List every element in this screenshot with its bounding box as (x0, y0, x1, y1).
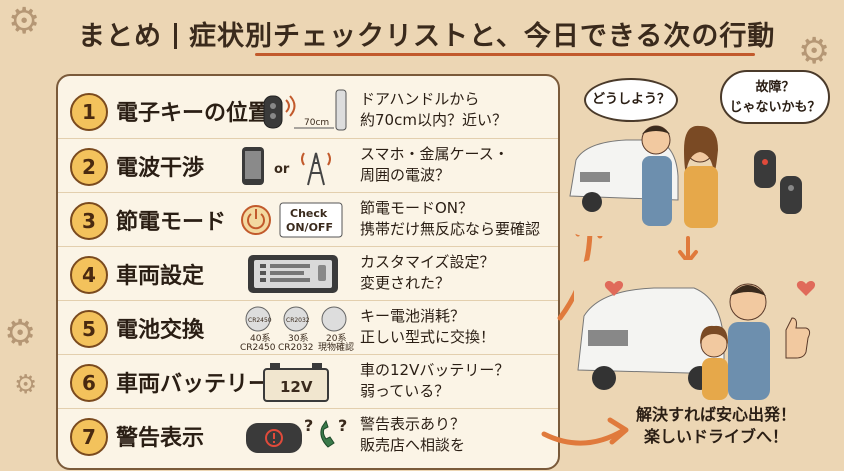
battery-model-label: 40系 (250, 333, 270, 344)
page-title: まとめ症状別チェックリストと、今日できる次の行動 (78, 14, 775, 53)
desc-line: 警告表示あり？ (360, 415, 466, 433)
item-number: 2 (70, 148, 108, 186)
speech-bubble-left: どうしよう？ (584, 78, 678, 122)
title-row: まとめ症状別チェックリストと、今日できる次の行動 (0, 8, 844, 56)
desc-line: 販売店へ相談を (360, 436, 466, 454)
checklist-item: 7 警告表示 ? ? 警告表示あり？ 販売店へ相談を (58, 408, 558, 462)
desc-line: 約70cm以内？近い？ (360, 111, 507, 129)
title-separator (174, 23, 177, 49)
desc-line: ドアハンドルから (360, 90, 480, 108)
desc-line: 正しい型式に交換！ (360, 328, 496, 346)
desc-line: スマホ・金属ケース・ (360, 145, 509, 163)
or-text: or (274, 162, 290, 177)
checklist-item: 6 車両バッテリー 12V 車の12Vバッテリー？ 弱っている？ (58, 354, 558, 408)
gear-icon: ⚙ (798, 31, 831, 72)
checklist-item: 2 電波干渉 or スマホ・金属ケース・ 周囲の電波？ (58, 138, 558, 192)
item-description: 車の12Vバッテリー？ 弱っている？ (360, 360, 509, 402)
item-number: 4 (70, 256, 108, 294)
title-underline (255, 53, 755, 56)
battery-model-label: CR2450 (240, 343, 276, 351)
item-number: 7 (70, 418, 108, 456)
item-label: 車両バッテリー (116, 372, 271, 397)
item-number: 5 (70, 310, 108, 348)
desc-line: カスタマイズ設定？ (360, 253, 495, 271)
key-fob-distance-icon: 70cm (238, 88, 358, 134)
caption-line: 楽しいドライブへ！ (643, 427, 788, 446)
svg-text:?: ? (304, 416, 313, 435)
item-label: 節電モード (116, 210, 227, 235)
title-text: 症状別チェックリストと、今日できる次の行動 (189, 21, 776, 52)
item-number: 6 (70, 364, 108, 402)
battery-coin-label: CR2450 (248, 317, 272, 324)
bubble-text: じゃないかも？ (729, 100, 821, 115)
item-label: 警告表示 (116, 426, 205, 451)
checklist-item: 1 電子キーの位置 70cm ドアハンドルから 約70cm以内？近い？ (58, 84, 558, 137)
warning-light-phone-icon: ? ? (238, 413, 358, 459)
checklist-item: 5 電池交換 CR2450 CR2032 40系 CR2450 30系 CR20… (58, 300, 558, 354)
item-description: カスタマイズ設定？ 変更された？ (360, 252, 495, 294)
checklist-card: 1 電子キーの位置 70cm ドアハンドルから 約70cm以内？近い？ 2 電波… (56, 74, 560, 470)
bubble-text: どうしよう？ (591, 92, 670, 107)
item-label: 電池交換 (116, 318, 205, 343)
gear-icon: ⚙ (8, 1, 41, 42)
item-description: 節電モードON？ 携帯だけ無反応なら要確認 (360, 198, 540, 240)
checklist-item: 4 車両設定 カスタマイズ設定？ 変更された？ (58, 246, 558, 300)
battery-coin-label: CR2032 (286, 317, 310, 324)
item-label: 電子キーの位置 (116, 101, 271, 126)
gear-icon: ⚙ (4, 313, 37, 354)
item-description: 警告表示あり？ 販売店へ相談を (360, 414, 465, 456)
title-prefix: まとめ (78, 21, 162, 52)
item-description: キー電池消耗？ 正しい型式に交換！ (360, 306, 495, 348)
item-number: 1 (70, 93, 108, 131)
battery-model-label: 現物確認 (318, 341, 354, 351)
bubble-text: 故障？ (755, 80, 795, 95)
car-battery-text: 12V (280, 378, 313, 396)
result-caption: 解決すれば安心出発！ 楽しいドライブへ！ (596, 404, 836, 448)
item-description: スマホ・金属ケース・ 周囲の電波？ (360, 144, 509, 186)
svg-text:?: ? (338, 416, 347, 435)
coin-battery-icon: CR2450 CR2032 40系 CR2450 30系 CR2032 20系 … (238, 305, 358, 353)
battery-model-label: 20系 (326, 333, 346, 344)
check-title-text: Check (290, 207, 328, 220)
check-subtitle-text: ON/OFF (286, 221, 333, 234)
phone-or-tower-icon: or (238, 143, 358, 189)
desc-line: 変更された？ (360, 274, 451, 292)
dashboard-display-icon (238, 251, 358, 297)
item-label: 電波干渉 (116, 156, 205, 181)
gear-icon: ⚙ (14, 370, 38, 400)
battery-model-label: 30系 (288, 333, 308, 344)
caption-line: 解決すれば安心出発！ (635, 405, 796, 424)
item-description: ドアハンドルから 約70cm以内？近い？ (360, 89, 507, 131)
desc-line: 周囲の電波？ (360, 166, 451, 184)
desc-line: 弱っている？ (360, 382, 450, 400)
desc-line: 節電モードON？ (360, 199, 474, 217)
happy-family-scene (574, 260, 838, 400)
power-button-icon: Check ON/OFF (238, 197, 358, 243)
speech-bubble-right: 故障？ じゃないかも？ (720, 70, 830, 124)
desc-line: キー電池消耗？ (360, 307, 466, 325)
item-label: 車両設定 (116, 264, 205, 289)
item-number: 3 (70, 202, 108, 240)
battery-model-label: CR2032 (278, 343, 313, 351)
distance-text: 70cm (304, 118, 329, 128)
checklist-item: 3 節電モード Check ON/OFF 節電モードON？ 携帯だけ無反応なら要… (58, 192, 558, 246)
car-battery-icon: 12V (238, 359, 358, 405)
desc-line: 車の12Vバッテリー？ (360, 361, 510, 379)
desc-line: 携帯だけ無反応なら要確認 (360, 220, 541, 238)
